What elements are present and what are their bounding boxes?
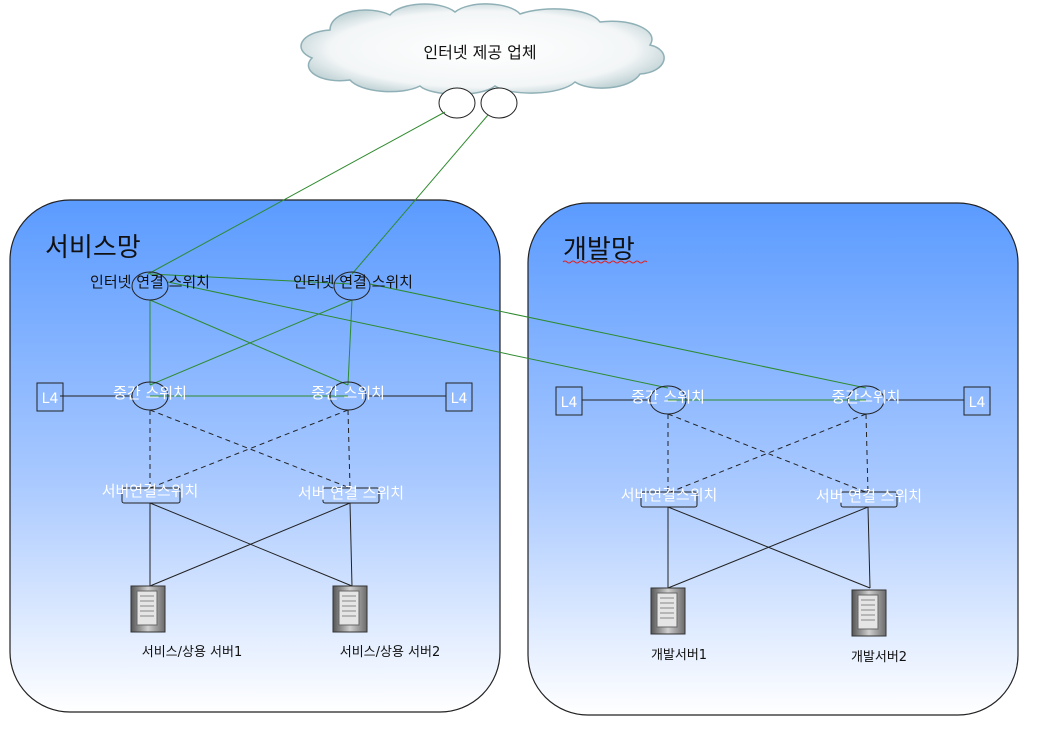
isp-label: 인터넷 제공 업체 xyxy=(423,43,536,62)
dev-server-label-2: 개발서버2 xyxy=(851,650,907,665)
dev-server-icon-2 xyxy=(851,589,887,637)
dev-network-title: 개발망 xyxy=(563,235,635,265)
middle-switch-1 xyxy=(131,381,169,411)
dev-middle-switch-label-2: 중간스위치 xyxy=(831,388,900,406)
dev-server-switch-2 xyxy=(840,491,898,508)
dev-server-icon-1 xyxy=(650,587,686,635)
server-switch-2 xyxy=(322,487,380,504)
server-icon-2 xyxy=(332,585,368,633)
dev-l4-label-1: L4 xyxy=(561,395,578,411)
server-switch-label-1: 서버연결스위치 xyxy=(102,482,199,500)
middle-switch-label-2: 중간 스위치 xyxy=(311,384,385,402)
middle-switch-2 xyxy=(329,381,367,411)
server-label-2: 서비스/상용 서버2 xyxy=(340,645,441,660)
isp-port-2 xyxy=(480,87,518,119)
server-label-1: 서비스/상용 서버1 xyxy=(142,645,243,660)
dev-server-switch-1 xyxy=(640,491,698,508)
l4-links xyxy=(60,395,964,401)
middle-switch-label-1: 중간 스위치 xyxy=(113,384,187,402)
service-network-title: 서비스망 xyxy=(45,233,141,263)
service-network-panel xyxy=(9,199,501,713)
server-switch-label-2: 서버 연결 스위치 xyxy=(298,484,404,502)
dev-server-switch-label-2: 서버 연결 스위치 xyxy=(816,487,922,505)
server-icon-1 xyxy=(130,585,166,633)
spellcheck-underline xyxy=(562,260,648,264)
l4-box-1 xyxy=(36,382,64,412)
l4-box-2 xyxy=(445,382,473,412)
internet-switch-1 xyxy=(131,271,169,301)
dev-middle-switch-label-1: 중간 스위치 xyxy=(631,388,705,406)
dev-l4-label-2: L4 xyxy=(969,395,986,411)
dev-l4-box-1 xyxy=(555,386,583,416)
dev-middle-switch-1 xyxy=(649,385,687,415)
dev-network-panel xyxy=(527,202,1019,716)
internet-switch-label-2: 인터넷 연결 스위치 xyxy=(293,273,413,291)
internet-switch-label-1: 인터넷 연결 스위치 xyxy=(90,273,210,291)
dev-server-switch-label-1: 서버연결스위치 xyxy=(621,486,718,504)
dev-middle-switch-2 xyxy=(847,385,885,415)
isp-cloud: 인터넷 제공 업체 xyxy=(300,3,665,95)
l4-label-2: L4 xyxy=(451,391,468,407)
server-links xyxy=(149,502,871,589)
dashed-links xyxy=(149,409,869,494)
l4-label-1: L4 xyxy=(42,391,59,407)
dev-l4-box-2 xyxy=(963,386,991,416)
server-switch-1 xyxy=(121,487,181,504)
internet-switch-2 xyxy=(333,271,371,301)
isp-port-1 xyxy=(438,87,476,119)
dev-server-label-1: 개발서버1 xyxy=(651,648,707,663)
internet-links xyxy=(147,111,867,401)
